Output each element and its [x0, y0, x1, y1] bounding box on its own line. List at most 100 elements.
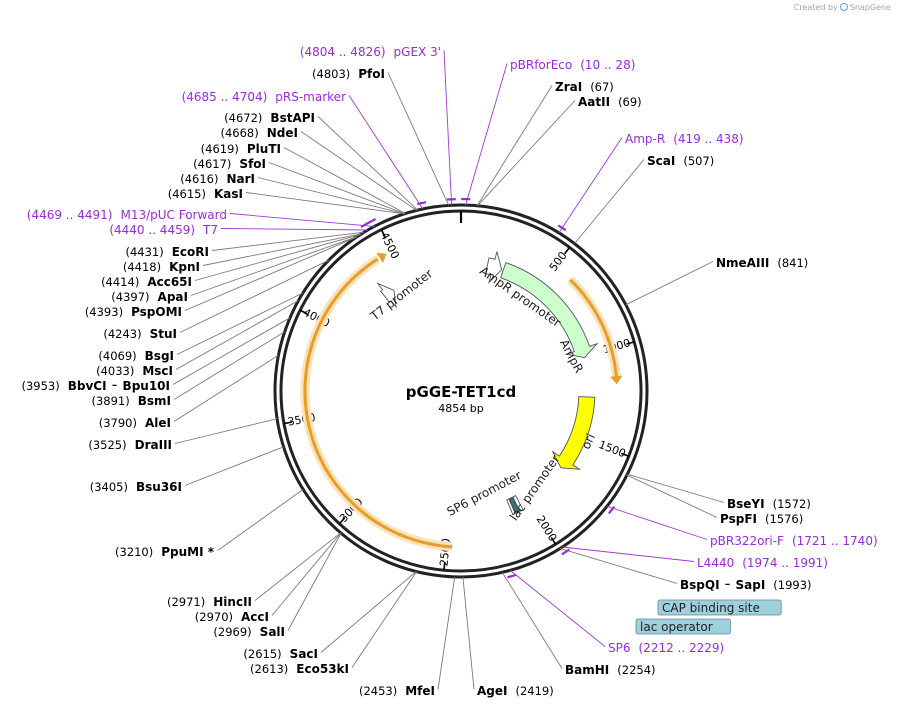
primer-label-prs-marker[interactable]: (4685 .. 4704) pRS-marker [182, 86, 346, 105]
enzyme-label-ndei[interactable]: (4668) NdeI [221, 122, 299, 141]
site-position: (3891) [91, 394, 129, 408]
enzyme-label-pfoi[interactable]: (4803) PfoI [312, 63, 385, 82]
primer-site-mark [360, 221, 370, 229]
site-position: (4243) [103, 327, 141, 341]
leader-line [179, 259, 329, 333]
leader-line [320, 571, 417, 653]
enzyme-label-bamhi[interactable]: BamHI (2254) [565, 659, 656, 678]
enzyme-label-pspomi[interactable]: (4393) PspOMI [85, 301, 182, 320]
site-position: (4397) [111, 290, 149, 304]
primer-text: (1974 .. 1991) [742, 556, 828, 570]
enzyme-label-hincii[interactable]: (2971) HincII [167, 591, 252, 610]
leader-line [443, 50, 453, 206]
enzyme-label-pspfi[interactable]: PspFI (1576) [720, 508, 803, 527]
enzyme-label-stui[interactable]: (4243) StuI [103, 323, 177, 342]
enzyme-label-nmeaiii[interactable]: NmeAIII (841) [716, 252, 808, 271]
enzyme-label-bsgi[interactable]: (4069) BsgI [98, 345, 174, 364]
site-position: (3790) [99, 416, 137, 430]
site-position: (4069) [98, 349, 136, 363]
enzyme-label-agei[interactable]: AgeI (2419) [477, 680, 554, 699]
leader-line [175, 300, 299, 370]
primer-label-sp6[interactable]: SP6 (2212 .. 2229) [608, 637, 724, 656]
primer-text: (419 .. 438) [673, 132, 743, 146]
leader-line [283, 147, 406, 214]
enzyme-label-sfoi[interactable]: (4617) SfoI [193, 153, 266, 172]
site-position: (2969) [213, 625, 251, 639]
primer-text: Amp-R [625, 132, 665, 146]
enzyme-label-kpni[interactable]: (4418) KpnI [123, 256, 200, 275]
enzyme-label-bseyi[interactable]: BseYI (1572) [727, 493, 811, 512]
site-name: SalI [260, 625, 285, 639]
enzyme-label-scai[interactable]: ScaI (507) [647, 150, 714, 169]
enzyme-label-acc65i[interactable]: (4414) Acc65I [101, 271, 192, 290]
ampr-promoter-arrow [485, 251, 503, 285]
enzyme-label-ppumi[interactable]: (3210) PpuMI * [115, 541, 215, 560]
t7-promoter-arrow [376, 282, 397, 309]
primer-text: pGEX 3' [394, 45, 441, 59]
primer-label-pbr322ori-f[interactable]: pBR322ori-F (1721 .. 1740) [710, 530, 878, 549]
site-position: (2615) [243, 647, 281, 661]
primer-site-mark [507, 573, 517, 579]
enzyme-label-mfei[interactable]: (2453) MfeI [359, 680, 435, 699]
site-position: (1572) [773, 497, 811, 511]
site-name: BsgI [145, 349, 174, 363]
enzyme-label-zrai[interactable]: ZraI (67) [555, 76, 614, 95]
enzyme-label-aatii[interactable]: AatII (69) [578, 91, 642, 110]
primer-label-m13-puc-forward[interactable]: (4469 .. 4491) M13/pUC Forward [27, 204, 227, 223]
site-name: Bpu10I [123, 379, 170, 393]
label-leaders [172, 50, 725, 690]
site-position: (4619) [201, 142, 239, 156]
primer-label-pbrforeco[interactable]: pBRforEco (10 .. 28) [510, 54, 635, 73]
primer-label-pgex-3[interactable]: (4804 .. 4826) pGEX 3' [300, 41, 441, 60]
enzyme-label-msci[interactable]: (4033) MscI [96, 360, 173, 379]
tick-mark [443, 562, 446, 571]
tick-mark [550, 536, 557, 545]
sp6-promoter-block [506, 498, 516, 516]
site-position: (2971) [167, 595, 205, 609]
enzyme-label-bbvci[interactable]: (3953) BbvCI - Bpu10I [22, 375, 171, 394]
leader-line [437, 576, 456, 690]
enzyme-label-bsu36i[interactable]: (3405) Bsu36I [90, 476, 182, 495]
snapgene-logo-icon [839, 3, 848, 11]
leader-line [627, 473, 725, 503]
feature-box-cap-binding-site [657, 599, 782, 616]
leader-line [173, 354, 279, 422]
leader-line [202, 233, 362, 266]
enzyme-label-bspqi[interactable]: BspQI - SapI (1993) [680, 574, 812, 593]
site-name: BsmI [138, 394, 171, 408]
leader-line [174, 418, 278, 444]
leader-line [387, 72, 450, 206]
site-position: (3525) [88, 438, 126, 452]
leader-line [211, 231, 365, 251]
enzyme-label-draiii[interactable]: (3525) DraIII [88, 434, 172, 453]
enzyme-label-kasi[interactable]: (4615) KasI [168, 183, 243, 202]
site-name: Eco53kI [296, 662, 349, 676]
site-name: DraIII [135, 438, 172, 452]
site-position: (2254) [617, 663, 655, 677]
primer-label-t7[interactable]: (4440 .. 4459) T7 [109, 219, 218, 238]
site-position: (4615) [168, 187, 206, 201]
site-name: PfoI [358, 67, 385, 81]
enzyme-label-bsmi[interactable]: (3891) BsmI [91, 390, 171, 409]
enzyme-label-nari[interactable]: (4616) NarI [180, 168, 255, 187]
enzyme-label-sali[interactable]: (2969) SalI [213, 621, 285, 640]
enzyme-label-bstapi[interactable]: (4672) BstAPI [224, 107, 315, 126]
site-name: SapI [736, 578, 766, 592]
leader-line [173, 331, 285, 400]
enzyme-label-acci[interactable]: (2970) AccI [195, 606, 269, 625]
enzyme-label-apai[interactable]: (4397) ApaI [111, 286, 188, 305]
site-name: AccI [241, 610, 269, 624]
enzyme-label-ecori[interactable]: (4431) EcoRI [125, 241, 209, 260]
primer-text: L4440 [697, 556, 734, 570]
enzyme-label-saci[interactable]: (2615) SacI [243, 643, 318, 662]
enzyme-label-alei[interactable]: (3790) AleI [99, 412, 171, 431]
primer-label-amp-r[interactable]: Amp-R (419 .. 438) [625, 128, 744, 147]
leader-line [271, 532, 342, 616]
enzyme-label-eco53ki[interactable]: (2613) Eco53kI [250, 658, 349, 677]
site-name: MfeI [405, 684, 435, 698]
primer-label-l4440[interactable]: L4440 (1974 .. 1991) [697, 552, 828, 571]
enzyme-label-pluti[interactable]: (4619) PluTI [201, 138, 281, 157]
site-position: (4431) [125, 245, 163, 259]
site-name: KpnI [169, 260, 200, 274]
ampr-gene-arrow [500, 262, 599, 359]
